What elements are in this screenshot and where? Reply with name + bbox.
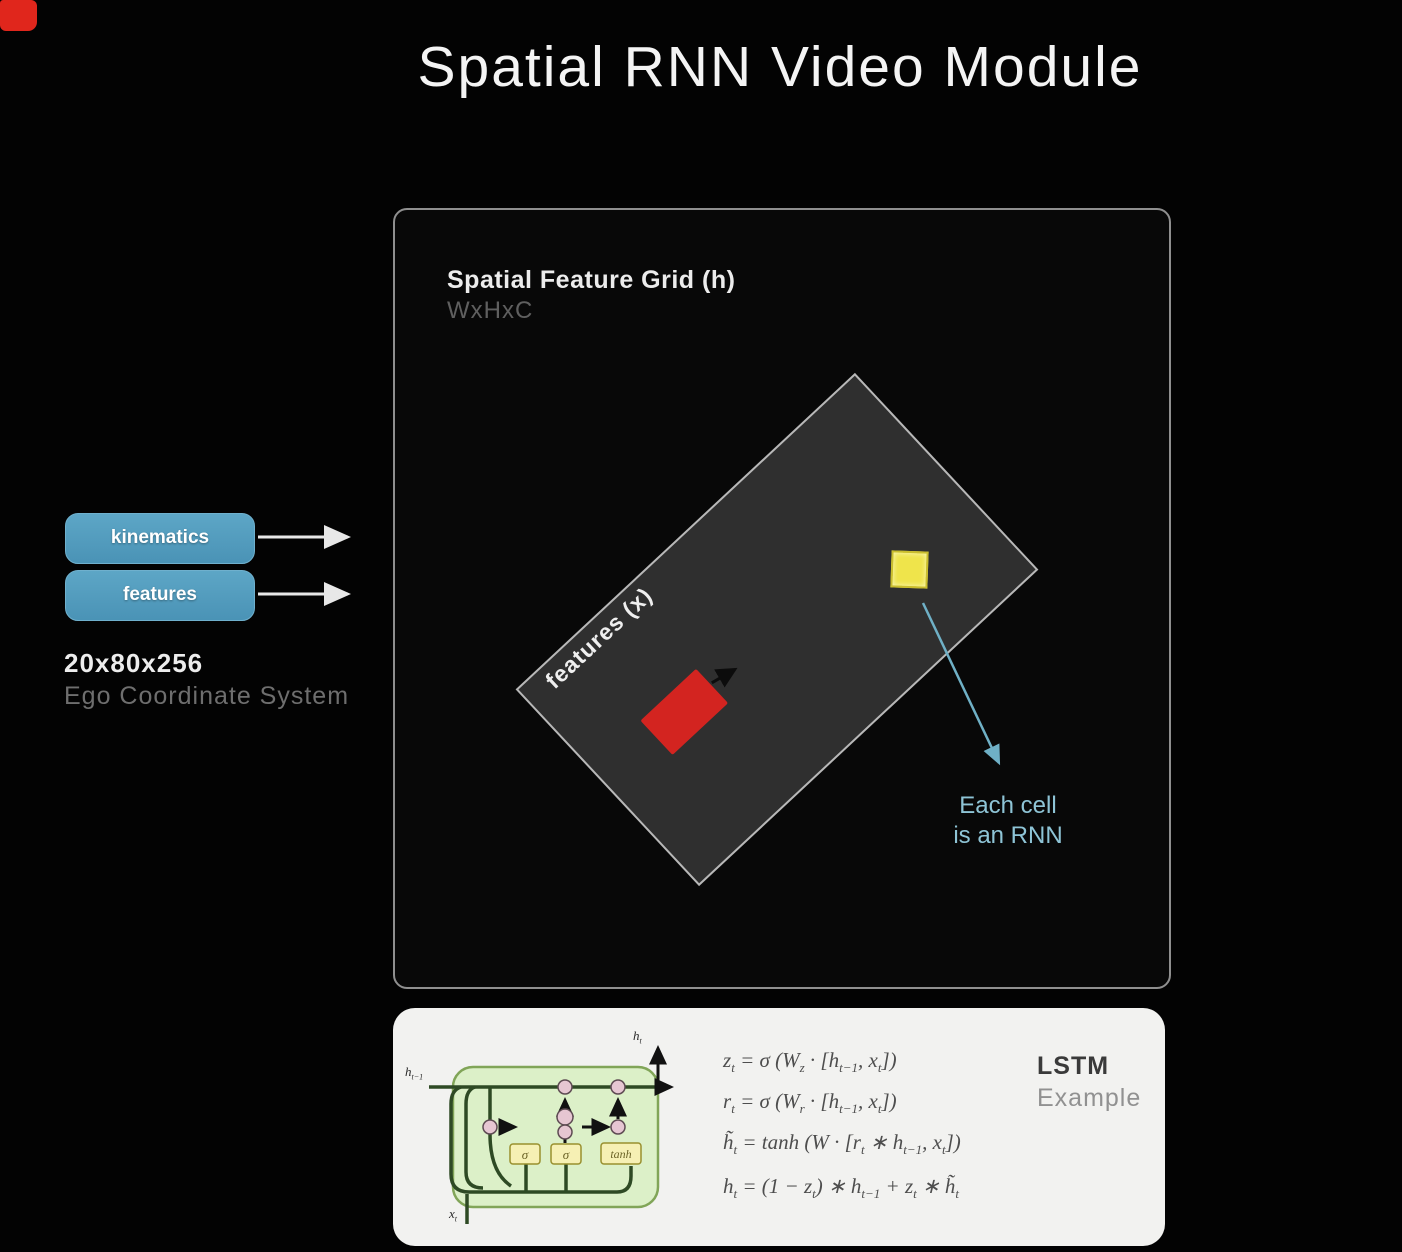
rotated-feature-grid: features (x) — [515, 372, 1039, 887]
page-title: Spatial RNN Video Module — [417, 35, 1143, 99]
rnn-cell-marker — [890, 550, 929, 589]
features-pill-label: features — [123, 584, 197, 605]
h-prev-label: ht−1 — [405, 1064, 424, 1082]
panel-heading: Spatial Feature Grid (h) — [447, 266, 736, 294]
gate-sigma-1-label: σ — [522, 1147, 529, 1162]
kinematics-pill: kinematics — [65, 513, 255, 564]
corner-mark — [0, 0, 37, 31]
callout-line-2: is an RNN — [953, 822, 1063, 849]
equation-h: ht = (1 − zt) ∗ ht−1 + zt ∗ h̃t — [723, 1173, 959, 1201]
lstm-panel: σ σ tanh ht−1 ht xt zt = σ (Wz · [ht−1, … — [393, 1008, 1165, 1246]
gru-operator-nodes — [482, 1079, 626, 1140]
lstm-example-title: LSTM — [1037, 1052, 1110, 1080]
gru-gate-boxes: σ σ tanh — [509, 1142, 642, 1165]
vehicle-heading-arrow-icon — [711, 667, 738, 688]
kinematics-pill-label: kinematics — [110, 527, 210, 548]
callout-line-1: Each cell — [959, 792, 1057, 819]
panel-subheading: WxHxC — [447, 297, 534, 324]
gate-sigma-2-label: σ — [563, 1147, 570, 1162]
gate-tanh-label: tanh — [610, 1147, 631, 1161]
tensor-dimensions-label: 20x80x256 — [64, 648, 204, 678]
x-in-label: xt — [449, 1206, 458, 1224]
gru-equations: zt = σ (Wz · [ht−1, xt]) rt = σ (Wr · [h… — [723, 1048, 1043, 1215]
features-pill: features — [65, 570, 255, 621]
equation-z: zt = σ (Wz · [ht−1, xt]) — [723, 1048, 897, 1076]
equation-h-tilde: h̃t = tanh (W · [rt ∗ ht−1, xt]) — [723, 1130, 961, 1158]
lstm-example-subtitle: Example — [1037, 1084, 1142, 1112]
callout-text: Each cell is an RNN — [923, 791, 1093, 851]
equation-r: rt = σ (Wr · [ht−1, xt]) — [723, 1089, 897, 1117]
h-out-label: ht — [633, 1028, 642, 1046]
coordinate-system-label: Ego Coordinate System — [64, 682, 350, 710]
gru-cell-diagram: σ σ tanh — [429, 1045, 674, 1224]
gru-cell-body — [451, 1065, 660, 1209]
